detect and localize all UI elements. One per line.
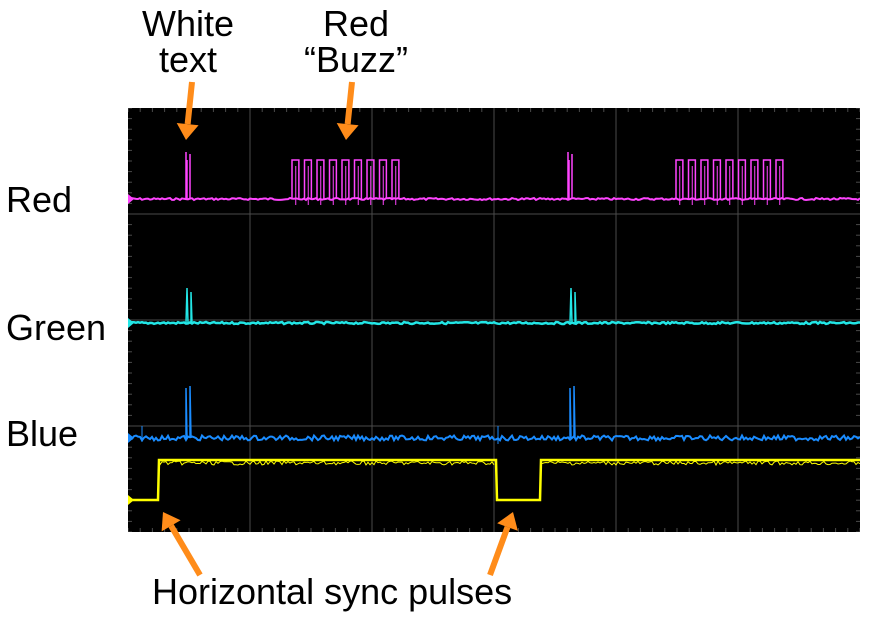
red-buzz-pulse	[303, 159, 313, 199]
green-baseline	[128, 320, 860, 326]
channel-label-red: Red	[6, 179, 73, 220]
blue-white-text-spike	[569, 385, 576, 439]
red-white-text-spike	[185, 152, 191, 199]
sync-noise	[541, 460, 860, 467]
white-text-line2: text	[158, 39, 218, 80]
red-buzz-pulse	[687, 159, 697, 199]
red-buzz-pulse	[675, 159, 684, 199]
red-buzz-pulse	[775, 159, 784, 199]
green-white-text-spike	[569, 287, 577, 324]
sync-arrow-left-shaft	[168, 524, 203, 577]
sync-ground-marker	[128, 495, 134, 505]
scope-traces	[128, 108, 860, 532]
sync-noise	[159, 460, 495, 467]
red-buzz-pulse	[391, 159, 400, 199]
blue-ground-marker	[128, 433, 134, 443]
red-buzz-pulse	[762, 159, 772, 199]
red-white-text-spike	[567, 152, 573, 199]
sync-trace	[128, 458, 860, 502]
red-ground-marker	[128, 194, 134, 204]
red-buzz-annotation: Red “Buzz”	[256, 6, 456, 78]
red-buzz-pulse	[700, 159, 709, 199]
hsync-annotation: Horizontal sync pulses	[152, 571, 513, 612]
red-buzz-pulse	[737, 159, 747, 199]
red-buzz-pulse	[353, 159, 363, 199]
white-text-annotation: White text	[88, 6, 288, 78]
channel-label-blue: Blue	[6, 413, 79, 454]
blue-white-text-spike	[185, 385, 192, 439]
red-buzz-pulse	[328, 159, 338, 199]
red-buzz-line2: “Buzz”	[303, 39, 408, 80]
red-baseline	[128, 196, 860, 202]
blue-baseline	[128, 433, 860, 443]
red-buzz-pulse	[725, 159, 734, 199]
green-ground-marker	[128, 318, 134, 328]
scope-grid	[128, 108, 860, 532]
red-buzz-line1: Red	[322, 3, 390, 44]
red-buzz-pulse	[291, 159, 300, 199]
channel-label-green: Green	[6, 307, 107, 348]
red-buzz-pulse	[712, 159, 722, 199]
red-buzz-pulse	[366, 159, 375, 199]
white-text-line1: White	[141, 3, 235, 44]
red-buzz-pulse	[750, 159, 759, 199]
green-white-text-spike	[185, 287, 193, 324]
oscilloscope-screen	[128, 108, 860, 532]
red-buzz-pulse	[316, 159, 325, 199]
red-buzz-pulse	[341, 159, 350, 199]
sync-arrow-right-shaft	[487, 526, 511, 577]
red-buzz-pulse	[378, 159, 388, 199]
